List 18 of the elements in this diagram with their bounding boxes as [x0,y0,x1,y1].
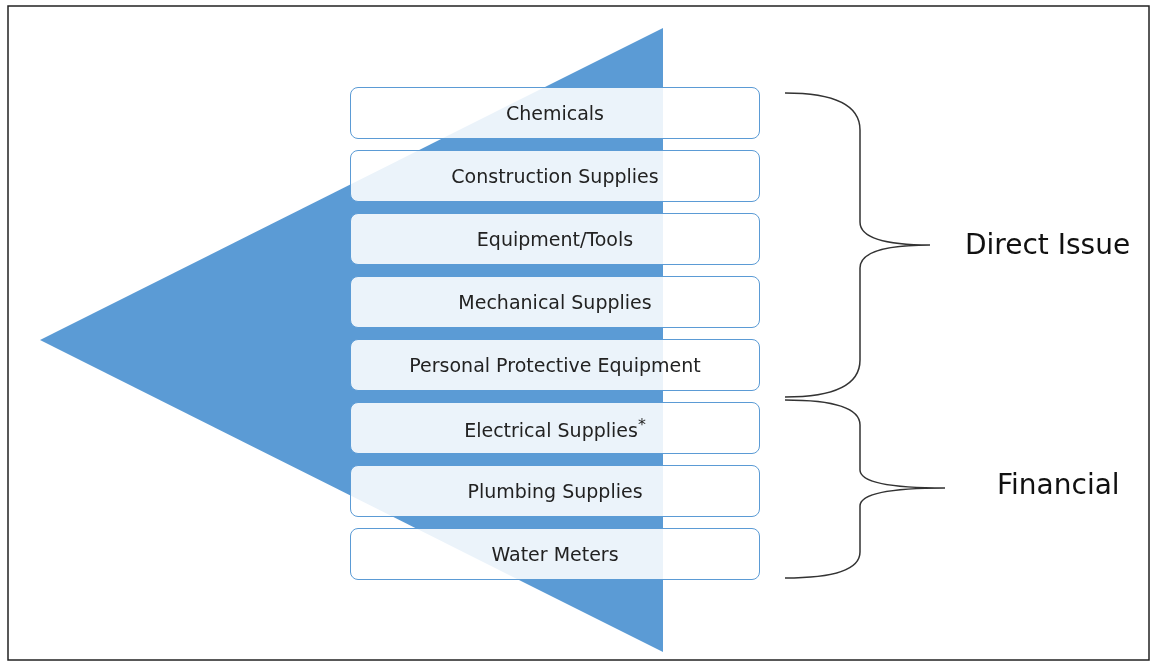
category-box [350,87,760,139]
category-box [350,339,760,391]
category-label: Electrical Supplies$^{*}$ [464,414,646,442]
category-box [350,213,760,265]
category-label: Equipment/Tools [476,228,634,250]
category-box [350,465,760,517]
category-label: Water Meters [491,543,619,565]
category-label: Personal Protective Equipment [409,354,701,376]
group-label: Direct Issue [965,228,1131,261]
category-box [350,276,760,328]
category-label: Construction Supplies [451,165,659,187]
category-label: Chemicals [505,102,605,124]
group-label: Financial [997,468,1120,501]
category-box [350,150,760,202]
category-label: Mechanical Supplies [458,291,652,313]
category-label: Plumbing Supplies [467,480,643,502]
category-box [350,528,760,580]
category-box [350,402,760,454]
